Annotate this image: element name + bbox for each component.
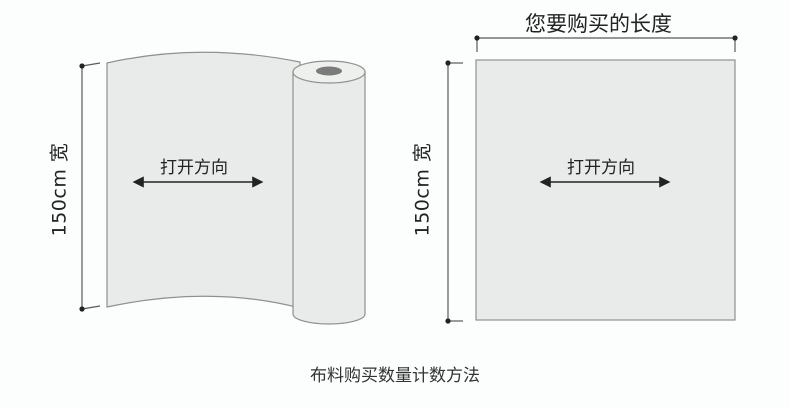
diagram-caption: 布料购买数量计数方法: [310, 366, 480, 386]
sheet-length-label: 您要购买的长度: [525, 12, 672, 36]
roll-width-dimension: [79, 62, 101, 312]
roll-direction-label: 打开方向: [160, 158, 228, 178]
sheet-direction-label: 打开方向: [567, 158, 635, 178]
length-dimension: [474, 35, 738, 52]
roll-core: [316, 66, 342, 76]
roll-width-label: 150cm 宽: [48, 142, 71, 237]
fabric-sheet: [475, 59, 736, 321]
sheet-width-label: 150cm 宽: [411, 142, 434, 237]
sheet-width-dimension: [445, 60, 463, 324]
roll-cylinder: [292, 71, 366, 325]
fabric-roll: [106, 51, 366, 325]
unrolled-fabric-sheet: [106, 51, 301, 309]
